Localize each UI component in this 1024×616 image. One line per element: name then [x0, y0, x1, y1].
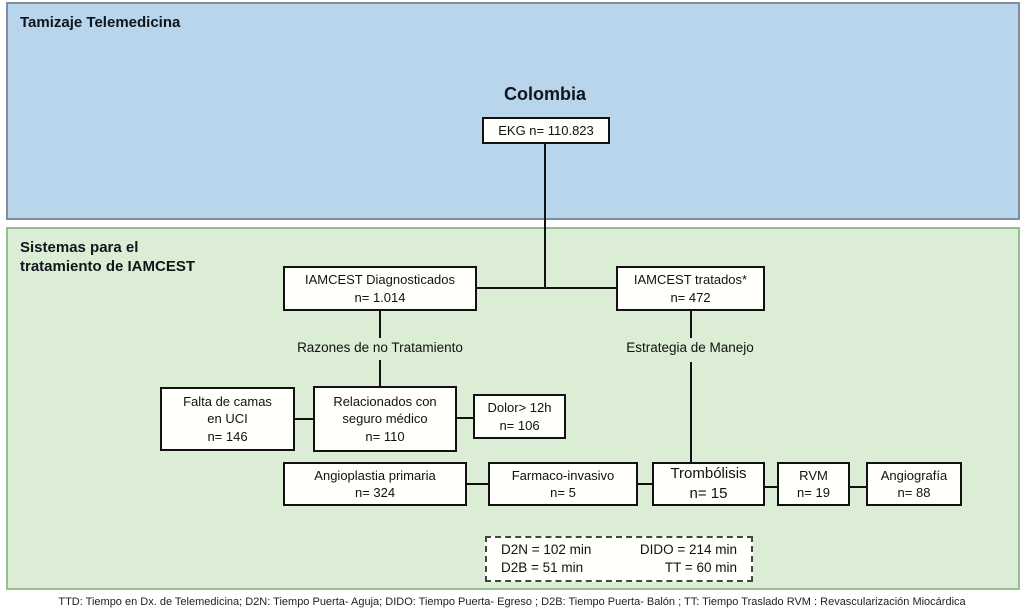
node-dolor-line2: n= 106 [499, 417, 540, 433]
node-angiografia-line2: n= 88 [897, 485, 931, 500]
connector-diagnosticados-tratados [477, 287, 617, 289]
node-rvm-line1: RVM [799, 467, 828, 483]
metric-d2n: D2N = 102 min [501, 541, 592, 557]
node-falta-de-camas-uci: Falta de camas en UCI n= 146 [160, 387, 295, 451]
branch-label-razones: Razones de no Tratamiento [297, 340, 463, 355]
node-dolor-line1: Dolor> 12h [487, 400, 552, 416]
panel-sistemas-title-line2: tratamiento de IAMCEST [20, 257, 196, 275]
node-angioplastia-line2: n= 324 [354, 485, 396, 500]
node-dolor-12h: Dolor> 12h n= 106 [473, 394, 566, 439]
node-falta-camas-line3: n= 146 [207, 428, 248, 444]
connector-falta-seguro [295, 418, 313, 420]
metrics-row-2: D2B = 51 min TT = 60 min [501, 559, 737, 577]
connector-label-to-seguro [379, 360, 381, 388]
branch-label-estrategia: Estrategia de Manejo [626, 340, 754, 355]
node-trombolisis-line2: n= 15 [689, 485, 728, 502]
node-iamcest-diagnosticados: IAMCEST Diagnosticados n= 1.014 [283, 266, 477, 311]
node-ekg-label: EKG n= 110.823 [498, 122, 594, 138]
connector-rvm-angiografia [850, 486, 866, 488]
connector-diagnosticados-to-label [379, 311, 381, 338]
metric-tt: TT = 60 min [664, 560, 737, 575]
connector-label-to-trombolisis [690, 362, 692, 462]
metrics-row-1: D2N = 102 min DIDO = 214 min [501, 541, 737, 559]
node-seguro-line3: n= 110 [365, 428, 405, 444]
node-falta-camas-line2: en UCI [207, 411, 248, 427]
node-ekg: EKG n= 110.823 [482, 117, 610, 144]
node-seguro-line2: seguro médico [342, 411, 428, 427]
connector-seguro-dolor [457, 417, 473, 419]
node-falta-camas-line1: Falta de camas [183, 394, 272, 410]
node-angiografia-line1: Angiografía [880, 467, 948, 483]
node-angiografia: Angiografía n= 88 [866, 462, 962, 506]
node-tratados-line2: n= 472 [670, 289, 711, 305]
node-iamcest-tratados: IAMCEST tratados* n= 472 [616, 266, 765, 311]
node-diagnosticados-line1: IAMCEST Diagnosticados [304, 272, 456, 288]
node-angioplastia-primaria: Angioplastia primaria n= 324 [283, 462, 467, 506]
node-farmaco-invasivo: Farmaco-invasivo n= 5 [488, 462, 638, 506]
node-rvm-line2: n= 19 [797, 485, 830, 500]
connector-farmaco-trombolisis [638, 483, 652, 485]
node-seguro-line1: Relacionados con [333, 394, 437, 410]
connector-trombolisis-rvm [765, 486, 777, 488]
node-farmaco-line2: n= 5 [550, 485, 576, 500]
node-angioplastia-line1: Angioplastia primaria [314, 467, 436, 483]
panel-tamizaje-telemedicina: Tamizaje Telemedicina [6, 2, 1020, 220]
connector-angioplastia-farmaco [467, 483, 488, 485]
panel-tamizaje-title: Tamizaje Telemedicina [20, 14, 181, 31]
country-title: Colombia [503, 84, 586, 104]
metric-d2b: D2B = 51 min [501, 560, 584, 575]
panel-sistemas-title-line1: Sistemas para el [20, 239, 139, 256]
node-rvm: RVM n= 19 [777, 462, 850, 506]
metrics-dashed-box: D2N = 102 min DIDO = 214 min D2B = 51 mi… [485, 536, 753, 582]
metric-dido: DIDO = 214 min [639, 541, 737, 557]
node-farmaco-line1: Farmaco-invasivo [511, 467, 615, 483]
node-trombolisis-line1: Trombólisis [670, 465, 747, 483]
node-tratados-line1: IAMCEST tratados* [633, 272, 748, 288]
connector-ekg-down [544, 144, 546, 288]
node-trombolisis: Trombólisis n= 15 [652, 462, 765, 506]
connector-tratados-to-label [690, 311, 692, 338]
node-diagnosticados-line2: n= 1.014 [354, 289, 406, 305]
node-seguro-medico: Relacionados con seguro médico n= 110 [313, 386, 457, 452]
footnote-abbreviations: TTD: Tiempo en Dx. de Telemedicina; D2N:… [58, 596, 966, 608]
panel-sistemas-title: Sistemas para el tratamiento de IAMCEST [20, 239, 195, 277]
